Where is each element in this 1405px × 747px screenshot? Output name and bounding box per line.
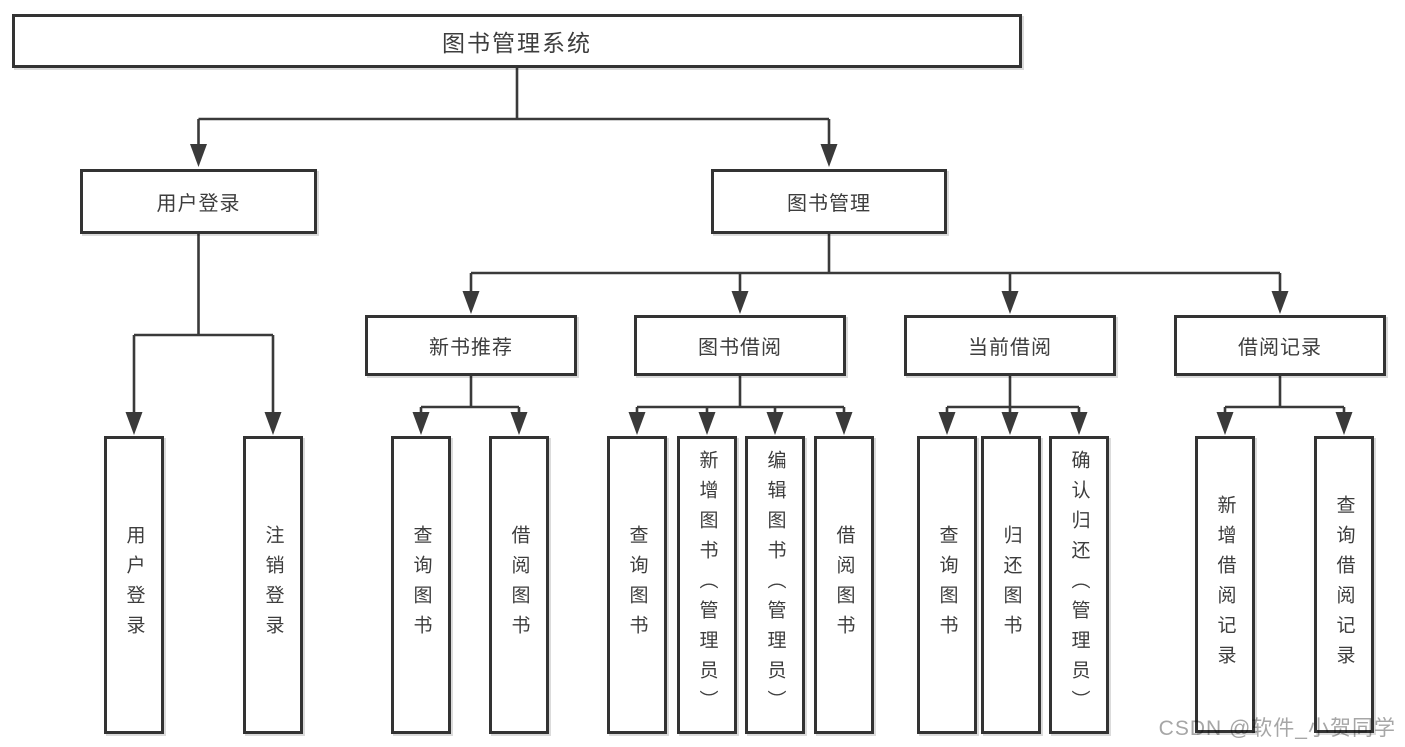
leaf-borrow-books-borrowing: 借阅图书 — [814, 436, 874, 734]
leaf-user-login-label: 用户登录 — [123, 525, 145, 645]
node-current-borrowing: 当前借阅 — [904, 315, 1116, 376]
leaf-borrow-books-recommend: 借阅图书 — [489, 436, 549, 734]
node-borrowing-records: 借阅记录 — [1174, 315, 1386, 376]
csdn-watermark: CSDN @软件_小贺同学 — [1158, 717, 1396, 740]
leaf-add-borrow-record-label: 新增借阅记录 — [1214, 494, 1236, 675]
node-library-management-system: 图书管理系统 — [12, 14, 1022, 68]
leaf-return-books: 归还图书 — [981, 436, 1041, 734]
leaf-logout-login: 注销登录 — [243, 436, 303, 734]
leaf-query-books-recommend: 查询图书 — [391, 436, 451, 734]
leaf-query-books-current-label: 查询图书 — [936, 525, 958, 645]
leaf-add-borrow-record: 新增借阅记录 — [1195, 436, 1255, 733]
leaf-query-books-borrowing: 查询图书 — [607, 436, 667, 734]
leaf-borrow-books-recommend-label: 借阅图书 — [508, 525, 530, 645]
leaf-query-books-recommend-label: 查询图书 — [410, 525, 432, 645]
leaf-query-borrow-record-label: 查询借阅记录 — [1333, 494, 1355, 675]
leaf-query-borrow-record: 查询借阅记录 — [1314, 436, 1374, 733]
leaf-query-books-current: 查询图书 — [917, 436, 977, 734]
node-user-login: 用户登录 — [80, 169, 317, 234]
leaf-confirm-return-admin-label: 确认归还（管理员） — [1068, 450, 1090, 720]
leaf-confirm-return-admin: 确认归还（管理员） — [1049, 436, 1109, 734]
leaf-add-books-admin: 新增图书（管理员） — [677, 436, 737, 734]
node-book-management: 图书管理 — [711, 169, 947, 234]
node-book-borrowing: 图书借阅 — [634, 315, 846, 376]
leaf-query-books-borrowing-label: 查询图书 — [626, 525, 648, 645]
leaf-user-login: 用户登录 — [104, 436, 164, 734]
leaf-borrow-books-borrowing-label: 借阅图书 — [833, 525, 855, 645]
node-new-book-recommendation: 新书推荐 — [365, 315, 577, 376]
leaf-edit-books-admin-label: 编辑图书（管理员） — [764, 450, 786, 720]
leaf-edit-books-admin: 编辑图书（管理员） — [745, 436, 805, 734]
leaf-add-books-admin-label: 新增图书（管理员） — [696, 450, 718, 720]
leaf-return-books-label: 归还图书 — [1000, 525, 1022, 645]
leaf-logout-login-label: 注销登录 — [262, 525, 284, 645]
